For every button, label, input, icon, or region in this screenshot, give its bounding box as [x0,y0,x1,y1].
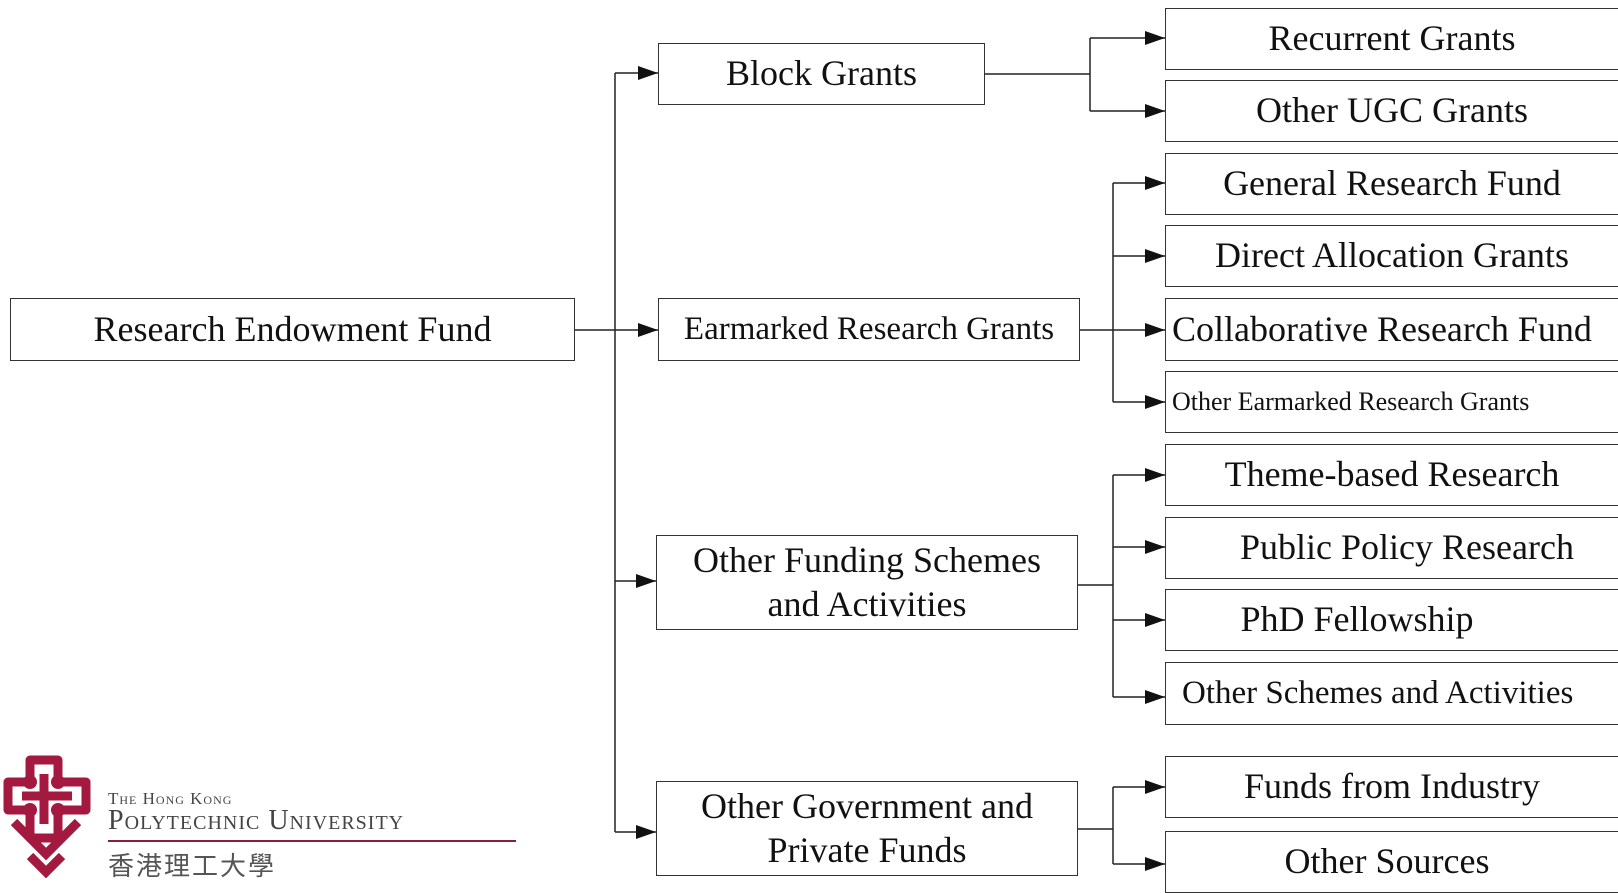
leaf-other-earmarked-research-grants: Other Earmarked Research Grants [1165,371,1618,433]
logo-text-chinese: 香港理工大學 [108,852,277,881]
root-label: Research Endowment Fund [93,308,492,349]
branch-label: Other Government and Private Funds [701,786,1033,870]
polyu-logo-emblem-icon [3,755,91,879]
logo-divider [108,840,516,842]
branch-earmarked-research-grants: Earmarked Research Grants [658,298,1080,361]
leaf-label: Other Schemes and Activities [1182,674,1574,711]
branch-other-funding-schemes: Other Funding Schemes and Activities [656,535,1078,630]
leaf-general-research-fund: General Research Fund [1165,153,1618,215]
branch-label: Earmarked Research Grants [683,310,1055,347]
leaf-recurrent-grants: Recurrent Grants [1165,8,1618,70]
leaf-other-sources: Other Sources [1165,831,1618,893]
leaf-label: Public Policy Research [1240,527,1574,568]
leaf-public-policy-research: Public Policy Research [1165,517,1618,579]
leaf-direct-allocation-grants: Direct Allocation Grants [1165,225,1618,287]
branch-label: Block Grants [726,53,917,94]
leaf-label: Collaborative Research Fund [1172,308,1592,349]
leaf-theme-based-research: Theme-based Research [1165,444,1618,506]
leaf-label: Funds from Industry [1244,766,1540,807]
leaf-other-ugc-grants: Other UGC Grants [1165,80,1618,142]
branch-label: Other Funding Schemes and Activities [693,540,1041,624]
leaf-label: General Research Fund [1223,163,1561,204]
branch-other-government-private-funds: Other Government and Private Funds [656,781,1078,876]
leaf-other-schemes-and-activities: Other Schemes and Activities [1165,662,1618,725]
leaf-label: Other Earmarked Research Grants [1172,387,1530,417]
logo-text-line2: Polytechnic University [108,805,405,836]
leaf-label: Theme-based Research [1224,454,1560,495]
leaf-collaborative-research-fund: Collaborative Research Fund [1165,298,1618,361]
root-node: Research Endowment Fund [10,298,575,361]
leaf-label: Recurrent Grants [1268,18,1516,59]
logo-text-line1: The Hong Kong [108,789,233,808]
branch-block-grants: Block Grants [658,43,985,105]
leaf-label: Other Sources [1284,841,1490,882]
leaf-label: Other UGC Grants [1256,90,1528,131]
leaf-phd-fellowship: PhD Fellowship [1165,589,1618,651]
leaf-label: Direct Allocation Grants [1215,235,1569,276]
leaf-label: PhD Fellowship [1240,599,1474,640]
leaf-funds-from-industry: Funds from Industry [1165,756,1618,818]
